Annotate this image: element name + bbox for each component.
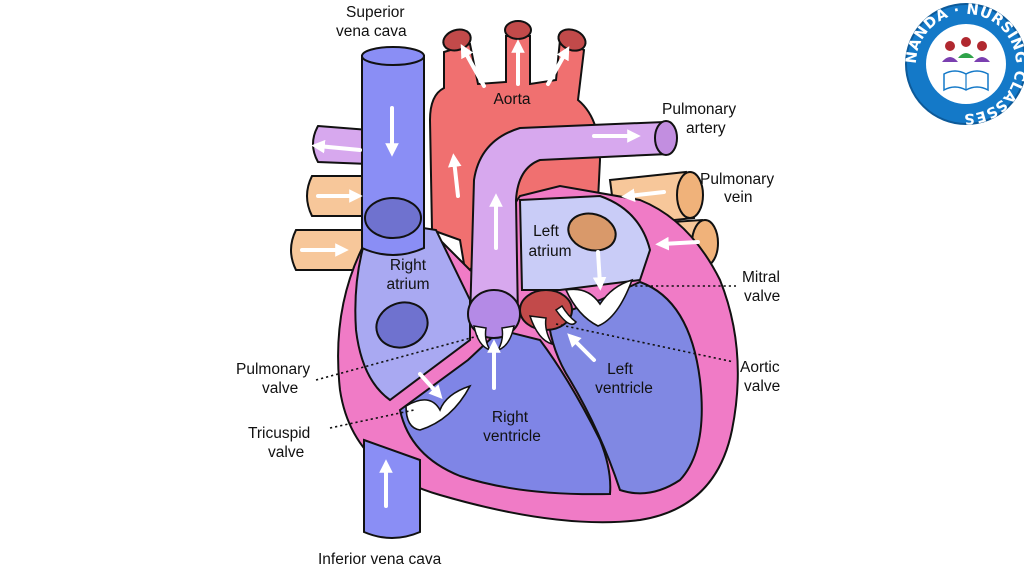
pulmonary-valve — [467, 289, 521, 352]
left-ventricle — [546, 280, 703, 495]
label-aorta: Aorta — [493, 91, 530, 108]
arrow-aorta-up — [447, 153, 462, 198]
label-tricuspid-valve-2: valve — [268, 444, 304, 461]
arrow-aorta-branch-1 — [460, 44, 486, 88]
label-pulmonary-valve-2: valve — [262, 380, 298, 397]
label-mitral-valve-1: Mitral — [742, 269, 780, 286]
label-right-ventricle-1: Right — [492, 409, 529, 426]
label-left-ventricle-1: Left — [607, 361, 634, 378]
label-superior-vena-cava-1: Superior — [346, 4, 405, 21]
label-superior-vena-cava-2: vena cava — [336, 23, 407, 40]
right-atrium — [354, 218, 471, 402]
arrow-pa-left — [311, 139, 362, 154]
nanda-nursing-classes-logo: NANDA · NURSING CLASSES — [904, 2, 1024, 126]
leader-aortic — [555, 323, 735, 363]
label-mitral-valve-2: valve — [744, 288, 780, 305]
inferior-vena-cava — [363, 438, 421, 539]
pulmonary-artery — [468, 120, 678, 321]
label-left-atrium-2: atrium — [528, 243, 571, 260]
arrow-pv-right-lower — [655, 236, 700, 251]
arrow-aorta-branch-3 — [546, 46, 570, 86]
label-pulmonary-artery-2: artery — [686, 120, 726, 137]
label-right-atrium-2: atrium — [386, 276, 429, 293]
left-atrium — [518, 194, 652, 291]
blood-flow-arrows — [300, 39, 700, 508]
label-left-ventricle-2: ventricle — [595, 380, 653, 397]
arrow-lv-to-aorta — [567, 333, 596, 362]
label-pulmonary-artery-1: Pulmonary — [662, 101, 736, 118]
label-right-ventricle-2: ventricle — [483, 428, 541, 445]
label-pulmonary-vein-1: Pulmonary — [700, 171, 774, 188]
label-left-atrium-1: Left — [533, 223, 560, 240]
label-pulmonary-vein-2: vein — [724, 189, 752, 206]
aortic-valve — [519, 289, 578, 346]
label-inferior-vena-cava: Inferior vena cava — [318, 551, 442, 568]
label-right-atrium-1: Right — [390, 257, 427, 274]
arrow-pv-right-upper — [621, 188, 666, 203]
label-aortic-valve-2: valve — [744, 378, 780, 395]
right-ventricle — [398, 328, 612, 496]
tricuspid-valve — [405, 384, 472, 431]
arrow-ra-to-rv — [418, 372, 443, 400]
arrow-la-to-lv — [592, 250, 607, 291]
leader-tricuspid — [329, 409, 415, 429]
leader-pulmonary-valve — [315, 335, 479, 381]
logo-book-icon — [943, 70, 989, 92]
leader-lines — [315, 285, 736, 429]
logo-people-icon — [942, 37, 990, 62]
label-tricuspid-valve-1: Tricuspid — [248, 425, 310, 442]
label-aortic-valve-1: Aortic — [740, 359, 780, 376]
mitral-valve — [564, 278, 634, 327]
label-pulmonary-valve-1: Pulmonary — [236, 361, 310, 378]
